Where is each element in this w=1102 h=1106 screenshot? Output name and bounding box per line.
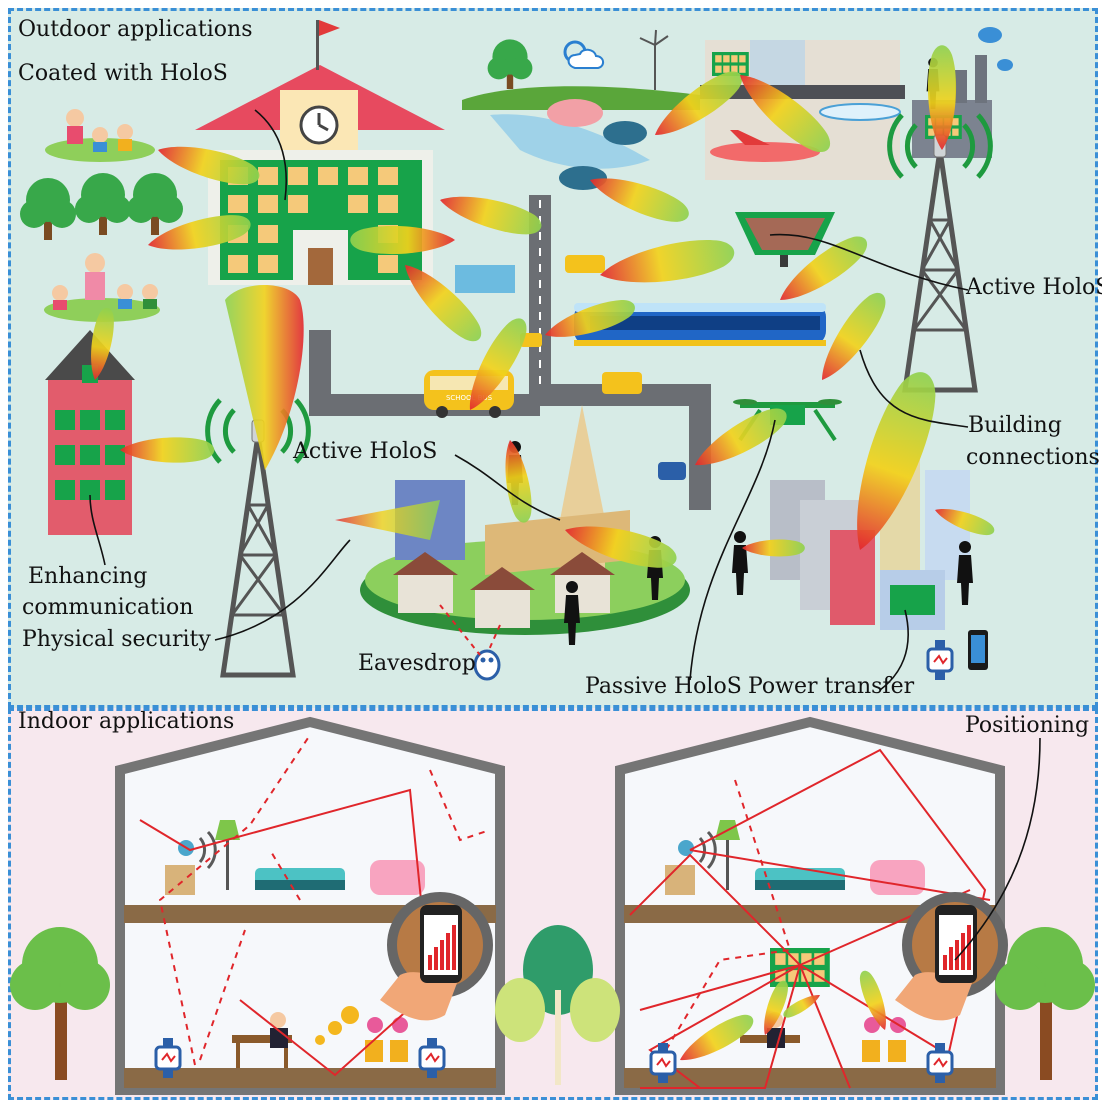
positioning-label: Positioning	[965, 713, 1090, 738]
eavesdrop-label: Eavesdrop	[358, 651, 476, 676]
tree-icon	[487, 39, 533, 89]
farmland-scene	[462, 29, 700, 190]
physical-security-label: Physical security	[22, 627, 211, 652]
school-building	[195, 20, 445, 285]
building-connections-label-1: Building	[968, 413, 1062, 438]
phone-callout-right	[895, 892, 1008, 1021]
eavesdrop-robot-icon	[473, 649, 501, 681]
passive-holos-label: Passive HoloS	[585, 674, 742, 699]
red-building-left	[45, 330, 135, 535]
signal-dots	[315, 1006, 359, 1045]
tree-right-indoor	[995, 927, 1095, 1080]
outdoor-title: Outdoor applications	[18, 17, 253, 42]
coated-label: Coated with HoloS	[18, 61, 228, 86]
trees-row	[20, 173, 183, 240]
taxi	[520, 333, 542, 347]
children-group-top	[45, 109, 155, 162]
enhancing-label-2: communication	[22, 595, 194, 620]
phone-right	[968, 630, 988, 670]
bus-stop	[455, 265, 515, 293]
truck	[602, 372, 642, 394]
van	[565, 255, 605, 273]
eavesdrop-links	[439, 604, 501, 656]
phone-callout-left	[380, 892, 493, 1021]
children-group-bottom	[44, 253, 160, 322]
power-transfer-label: Power transfer	[748, 674, 915, 699]
tree-left-indoor	[10, 927, 110, 1080]
smartwatch-icon	[926, 638, 954, 682]
positioning-callout-line	[954, 737, 1041, 961]
bus-sign: SCHOOL BUS	[446, 394, 493, 402]
center-trees	[495, 925, 620, 1085]
active-holos-center-label: Active HoloS	[293, 439, 438, 464]
person-icon	[732, 531, 748, 595]
indoor-rays-left	[139, 734, 491, 1077]
car	[658, 462, 686, 480]
callout-lines	[89, 109, 969, 691]
indoor-title: Indoor applications	[18, 709, 235, 734]
building-connections-label-2: connections	[966, 445, 1100, 470]
enhancing-label-1: Enhancing	[28, 564, 148, 589]
train	[574, 303, 826, 346]
factory-scene	[912, 27, 1013, 158]
beams-outdoor	[85, 45, 997, 575]
active-holos-right-label: Active HoloS	[966, 275, 1102, 300]
